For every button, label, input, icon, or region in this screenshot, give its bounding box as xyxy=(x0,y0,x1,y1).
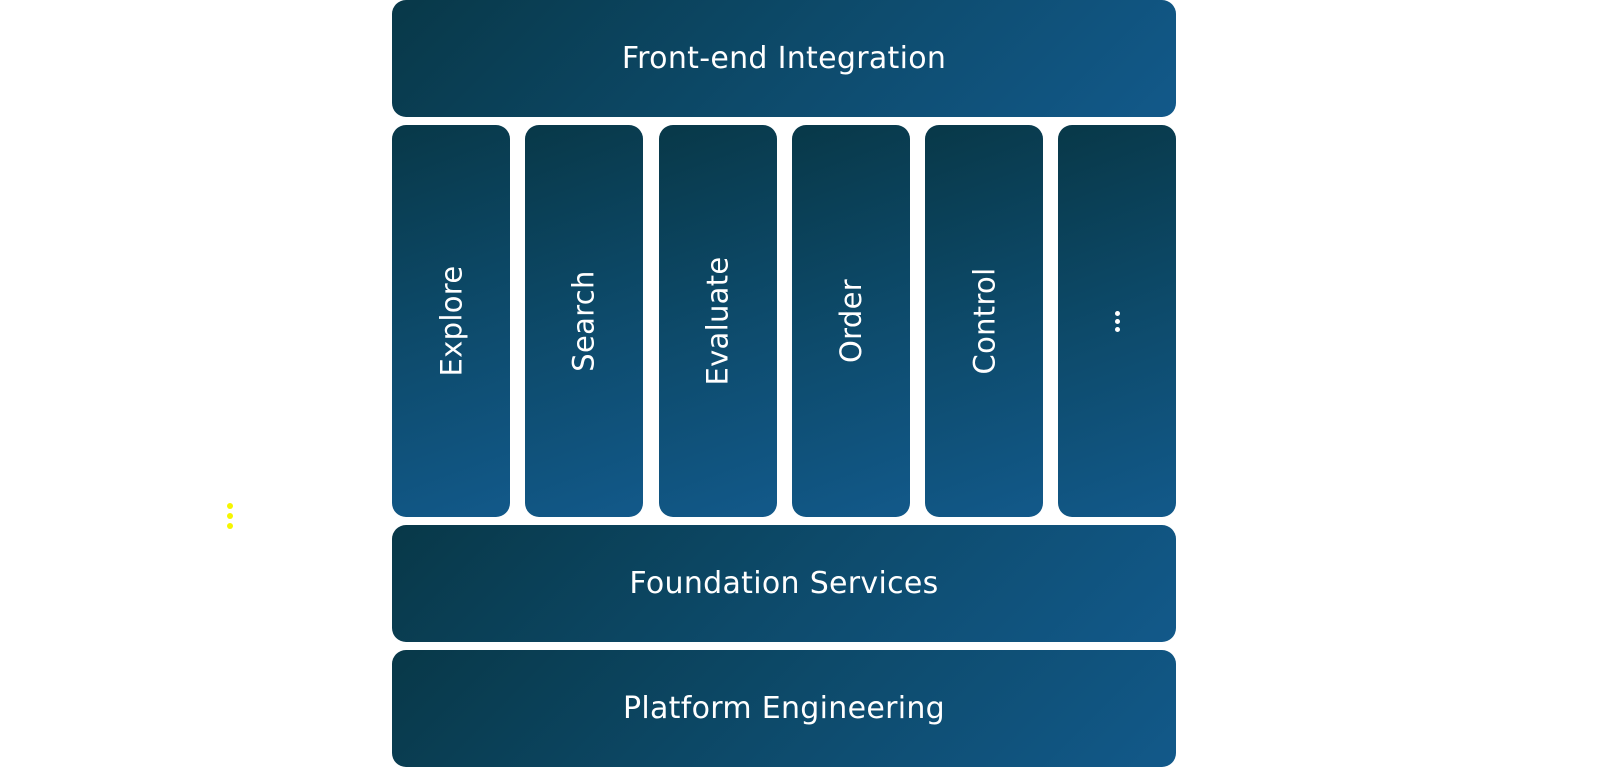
capability-label: Order xyxy=(833,279,868,363)
capability-evaluate: Evaluate xyxy=(659,125,777,517)
layer-platform-engineering: Platform Engineering xyxy=(392,650,1176,767)
layer-foundation-services: Foundation Services xyxy=(392,525,1176,642)
capability-order: Order xyxy=(792,125,910,517)
capability-search: Search xyxy=(525,125,643,517)
capability-control: Control xyxy=(925,125,1043,517)
handle-dot xyxy=(227,513,233,519)
handle-dot xyxy=(227,523,233,529)
capability-more xyxy=(1058,125,1176,517)
layer-label: Front-end Integration xyxy=(621,41,947,76)
capability-label: Explore xyxy=(433,265,468,377)
drag-handle-dots-icon[interactable] xyxy=(227,503,233,529)
handle-dot xyxy=(227,503,233,509)
ellipsis-vertical-icon xyxy=(1114,310,1120,332)
capability-label: Search xyxy=(567,270,601,372)
layer-front-end-integration: Front-end Integration xyxy=(392,0,1176,117)
capability-label: Control xyxy=(967,267,1001,375)
layer-label: Platform Engineering xyxy=(622,691,946,726)
layer-label: Foundation Services xyxy=(629,566,939,601)
capability-explore: Explore xyxy=(392,125,510,517)
capability-label: Evaluate xyxy=(701,256,736,386)
